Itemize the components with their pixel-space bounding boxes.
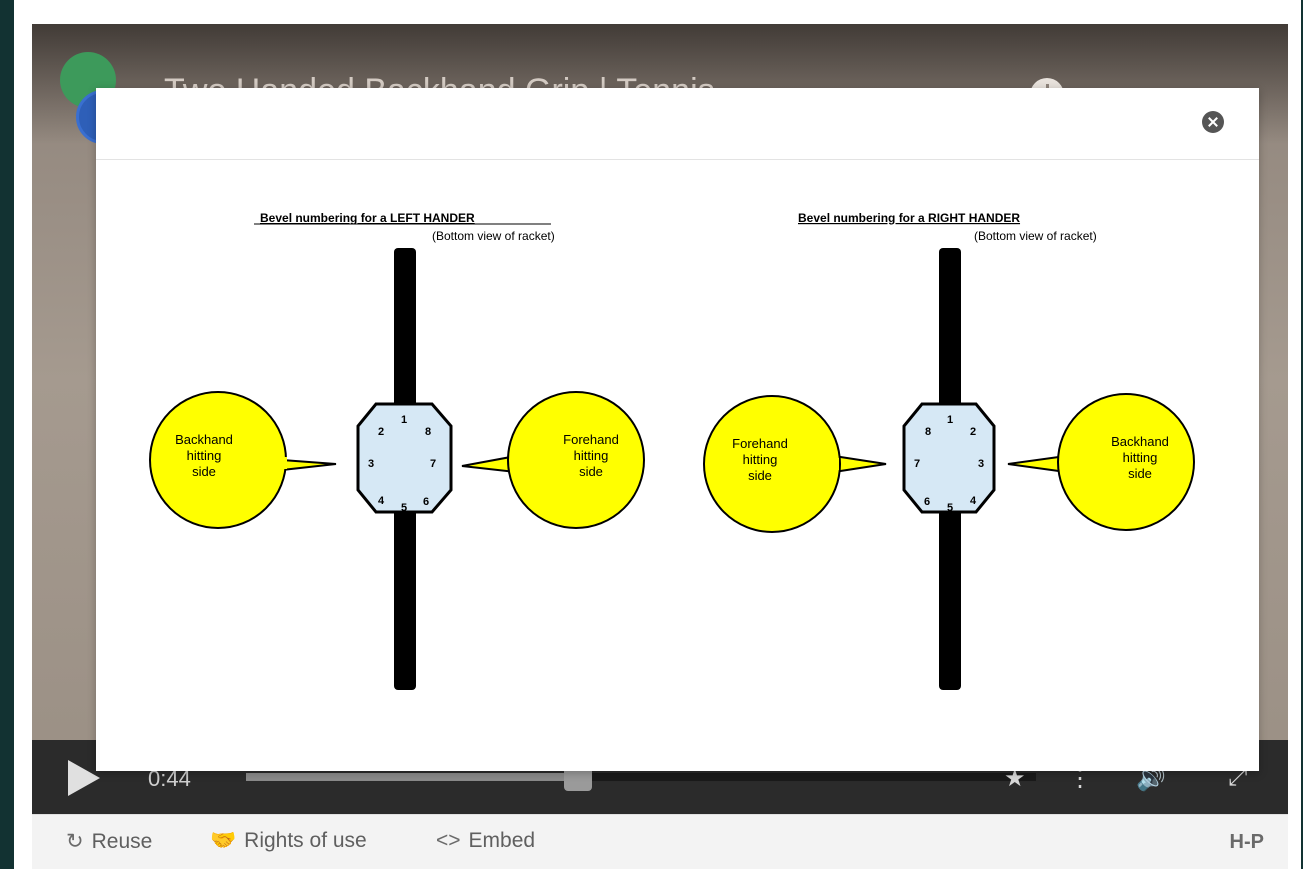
left-bevel-octagon — [356, 402, 453, 514]
right-backhand-text: Backhand — [1111, 434, 1169, 449]
right-bevel-number: 5 — [947, 502, 953, 514]
reuse-label: Reuse — [91, 830, 153, 853]
reuse-button[interactable]: ↻ Reuse — [66, 829, 152, 854]
right-title: Bevel numbering for a RIGHT HANDER — [798, 211, 1020, 225]
right-backhand-bubble — [1057, 393, 1195, 531]
left-backhand-pointer — [281, 459, 337, 471]
progress-fill — [246, 773, 578, 781]
rights-of-use-button[interactable]: 🤝 Rights of use — [210, 829, 367, 853]
left-forehand-bubble — [507, 391, 645, 529]
close-icon[interactable] — [1202, 111, 1224, 133]
left-forehand-text: side — [579, 464, 603, 479]
left-bevel-number: 3 — [368, 458, 374, 470]
play-icon[interactable] — [68, 760, 100, 796]
left-bevel-number: 5 — [401, 502, 407, 514]
h5p-logo[interactable]: H-P — [1229, 831, 1264, 853]
right-forehand-text: Forehand — [732, 436, 788, 451]
bevel-diagram: Bevel numbering for a LEFT HANDER (Botto… — [149, 211, 1195, 690]
right-bevel-octagon — [902, 402, 996, 514]
left-title: Bevel numbering for a LEFT HANDER — [260, 211, 475, 225]
left-backhand-text: Backhand — [175, 432, 233, 447]
left-forehand-text: Forehand — [563, 432, 619, 447]
progress-bar[interactable] — [246, 763, 1036, 791]
left-bevel-number: 4 — [378, 495, 385, 507]
left-subtitle: (Bottom view of racket) — [432, 229, 555, 243]
left-forehand-pointer — [461, 455, 517, 473]
embed-button[interactable]: <> Embed — [436, 829, 535, 853]
right-backhand-pointer — [1007, 455, 1067, 473]
right-forehand-pointer — [833, 455, 887, 473]
right-subtitle: (Bottom view of racket) — [974, 229, 1097, 243]
left-bevel-number: 6 — [423, 496, 429, 508]
left-hander-diagram: Bevel numbering for a LEFT HANDER (Botto… — [149, 211, 645, 690]
right-bevel-number: 7 — [914, 458, 920, 470]
left-backhand-text: side — [192, 464, 216, 479]
right-hander-diagram: Bevel numbering for a RIGHT HANDER (Bott… — [703, 211, 1195, 690]
handshake-icon: 🤝 — [210, 829, 237, 852]
popup-header — [96, 88, 1259, 160]
right-backhand-text: hitting — [1123, 450, 1158, 465]
left-bevel-number: 7 — [430, 458, 436, 470]
left-forehand-text: hitting — [574, 448, 609, 463]
image-popup: Bevel numbering for a LEFT HANDER (Botto… — [96, 88, 1259, 771]
rights-label: Rights of use — [244, 829, 367, 852]
right-bevel-number: 6 — [924, 496, 930, 508]
left-bevel-number: 1 — [401, 414, 407, 426]
embed-label: Embed — [468, 829, 536, 852]
right-bevel-number: 4 — [970, 495, 977, 507]
bubble-join — [510, 458, 518, 470]
bubble-join — [831, 458, 839, 470]
right-bevel-number: 1 — [947, 414, 953, 426]
h5p-actions-bar: ↻ Reuse 🤝 Rights of use <> Embed H-P — [32, 814, 1288, 869]
bubble-join — [1060, 458, 1068, 470]
right-bevel-number: 2 — [970, 426, 976, 438]
bubble-join — [279, 457, 287, 469]
left-backhand-text: hitting — [187, 448, 222, 463]
right-backhand-text: side — [1128, 466, 1152, 481]
right-forehand-text: side — [748, 468, 772, 483]
reuse-icon: ↻ — [66, 830, 84, 853]
left-bevel-number: 2 — [378, 426, 384, 438]
left-bevel-number: 8 — [425, 426, 431, 438]
embed-icon: <> — [436, 829, 461, 852]
star-icon[interactable]: ★ — [1004, 765, 1026, 792]
right-forehand-text: hitting — [743, 452, 778, 467]
right-forehand-bubble — [703, 395, 841, 533]
right-bevel-number: 8 — [925, 426, 931, 438]
right-bevel-number: 3 — [978, 458, 984, 470]
